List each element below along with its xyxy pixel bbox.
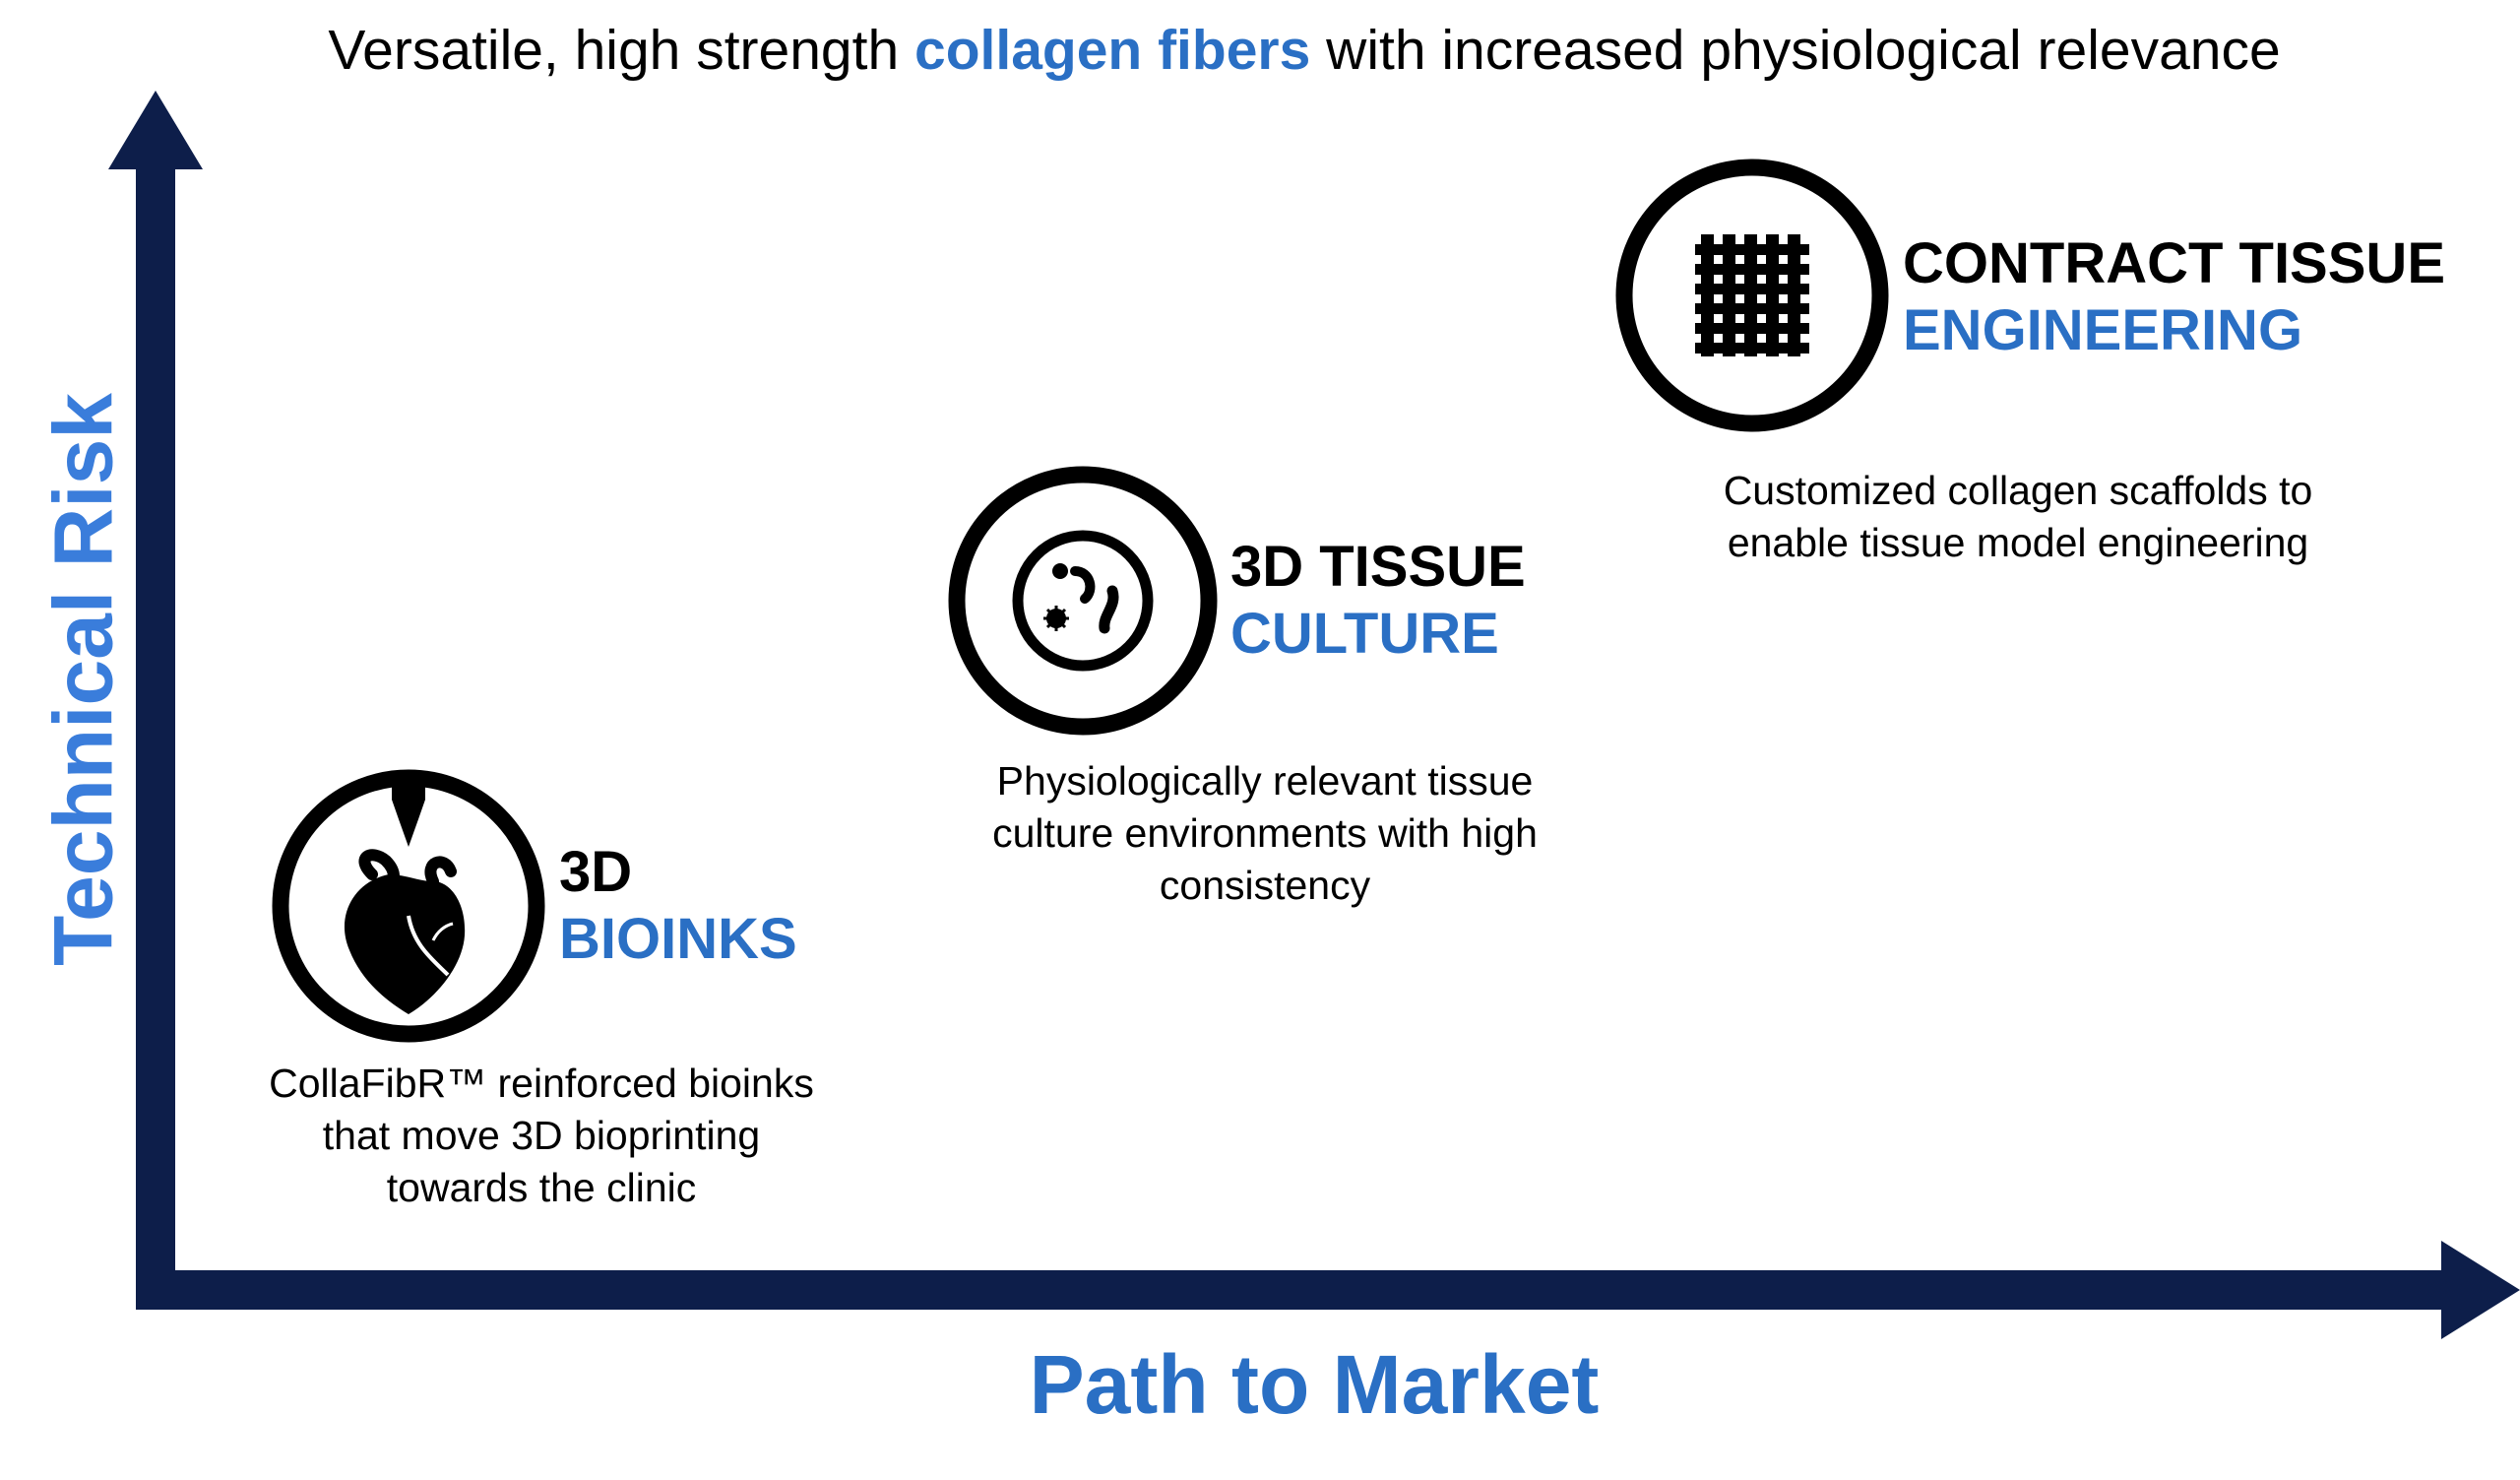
x-axis-line	[136, 1270, 2444, 1310]
node-contract-engineering-title-line2: ENGINEERING	[1903, 298, 2303, 362]
title-prefix: Versatile, high strength	[328, 19, 915, 82]
bioprinted-heart-icon	[272, 769, 545, 1043]
petri-dish-cells-icon	[948, 466, 1218, 736]
node-contract-engineering-title-line1: CONTRACT TISSUE	[1903, 231, 2445, 295]
desc-line: towards the clinic	[386, 1165, 697, 1210]
node-bioinks-title-line1: 3D	[559, 840, 633, 904]
node-contract-engineering-description: Customized collagen scaffolds to enable …	[1654, 465, 2382, 569]
desc-line: that move 3D bioprinting	[322, 1113, 761, 1158]
desc-line: CollaFibR™ reinforced bioinks	[269, 1061, 814, 1106]
desc-line: consistency	[1159, 863, 1371, 908]
x-axis-label: Path to Market	[1029, 1338, 1600, 1431]
node-bioinks-title: 3D BIOINKS	[559, 839, 797, 973]
desc-line: enable tissue model engineering	[1727, 520, 2309, 565]
node-contract-engineering-title: CONTRACT TISSUE ENGINEERING	[1903, 230, 2445, 364]
desc-line: Customized collagen scaffolds to	[1723, 468, 2313, 513]
y-axis-arrowhead	[108, 91, 203, 169]
node-tissue-culture-title: 3D TISSUE CULTURE	[1230, 534, 1526, 668]
scaffold-mesh-icon	[1615, 159, 1889, 432]
desc-line: culture environments with high	[992, 810, 1538, 856]
node-tissue-culture-title-line1: 3D TISSUE	[1230, 535, 1526, 599]
node-bioinks-title-line2: BIOINKS	[559, 907, 797, 971]
diagram-title: Versatile, high strength collagen fibers…	[0, 18, 2520, 83]
node-tissue-culture-title-line2: CULTURE	[1230, 602, 1499, 666]
title-highlight: collagen fibers	[914, 19, 1311, 82]
title-suffix: with increased physiological relevance	[1310, 19, 2281, 82]
x-axis-arrowhead	[2441, 1241, 2520, 1339]
y-axis-line	[136, 167, 175, 1310]
node-tissue-culture-description: Physiologically relevant tissue culture …	[920, 755, 1609, 912]
node-bioinks-description: CollaFibR™ reinforced bioinks that move …	[197, 1058, 886, 1214]
desc-line: Physiologically relevant tissue	[996, 758, 1534, 804]
y-axis-label: Technical Risk	[36, 392, 130, 967]
